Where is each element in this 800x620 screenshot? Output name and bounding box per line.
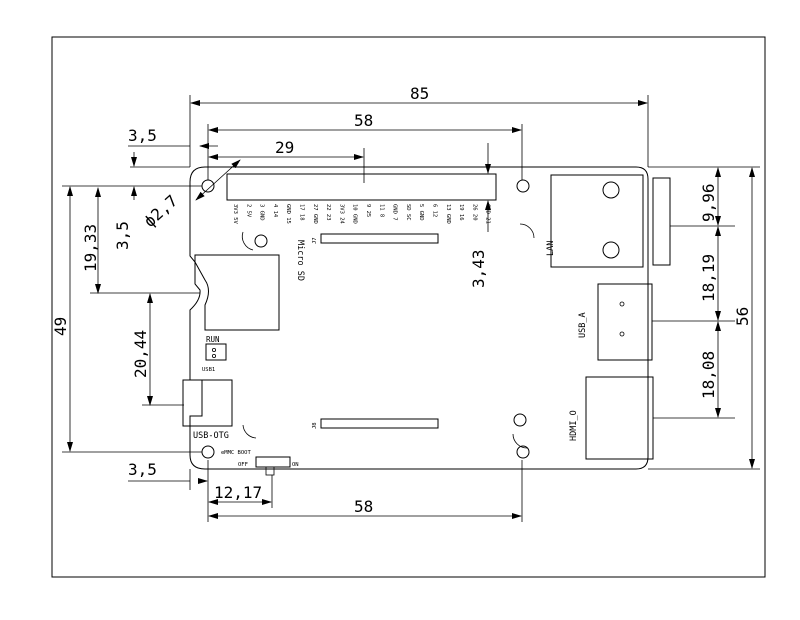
run-pin-2	[211, 353, 216, 358]
usb-a-dot-1	[619, 301, 625, 307]
gpio-pin-label: 27 GND	[312, 204, 318, 224]
usb-otg-label: USB-OTG	[193, 431, 229, 441]
hdmi-label: HDMI_O	[569, 410, 579, 441]
gpio-pin-label: 2 5V	[245, 204, 251, 218]
gpio-pin-label: 22 23	[325, 204, 331, 221]
dim-29: 29	[275, 138, 294, 157]
lan-led-2	[602, 241, 620, 259]
boot-off-label: OFF	[238, 462, 248, 468]
connector-j8	[320, 418, 439, 429]
run-pin-1	[211, 347, 216, 352]
gpio-pin-label: 19 16	[458, 204, 464, 221]
dim-hole-diameter: ϕ2,7	[140, 191, 181, 231]
connector-j8-label: J8	[312, 422, 318, 429]
mount-hole-top-right	[516, 179, 530, 193]
dim-18-19: 18,19	[699, 254, 718, 302]
boot-on-label: ON	[292, 462, 299, 468]
gpio-pin-label: 5 GND	[418, 204, 424, 221]
gpio-pin-label: GND 7	[392, 204, 398, 221]
dim-56: 56	[733, 307, 752, 326]
board-outline	[189, 166, 649, 470]
micro-sd-label: Micro SD	[295, 240, 305, 281]
gpio-pin-labels: 3V3 5V 2 5V 3 GND 4 14 GND 15 17 18 27 GND 22 2…	[232, 204, 491, 225]
lan-port	[550, 174, 644, 268]
dim-9-96: 9,96	[699, 183, 718, 222]
gpio-pin-label: 3 GND	[259, 204, 265, 221]
mount-hole-bottom-left	[201, 445, 215, 459]
connector-j7-label: J7	[312, 237, 318, 244]
gpio-header	[226, 173, 497, 201]
gpio-pin-label: 17 18	[299, 204, 305, 221]
run-jumper	[205, 343, 227, 361]
fiducial-hole-lower	[513, 413, 527, 427]
drawing-frame	[51, 36, 766, 578]
arc-mark-otg	[242, 424, 257, 439]
dim-58-top: 58	[354, 111, 373, 130]
lan-port-flange	[652, 177, 671, 266]
gpio-pin-label: 9 25	[365, 204, 371, 217]
dim-3-5-bottom: 3,5	[128, 460, 157, 479]
dim-85: 85	[410, 84, 429, 103]
boot-switch	[255, 456, 291, 468]
micro-sd-slot	[194, 254, 280, 331]
gpio-pin-label: 13 GND	[445, 204, 451, 224]
gpio-pin-label: 11 8	[378, 204, 384, 217]
dimension-lines	[62, 95, 760, 522]
dim-3-5-top: 3,5	[128, 126, 157, 145]
dim-12-17: 12,17	[214, 483, 262, 502]
mount-hole-bottom-right	[516, 445, 530, 459]
hdmi-port	[585, 376, 654, 460]
arc-mark-lower	[512, 433, 528, 449]
dim-3-5-hole: 3,5	[113, 221, 132, 250]
lan-label: LAN	[546, 241, 556, 256]
arc-mark-left	[241, 231, 254, 251]
gpio-pin-label: GND 15	[285, 204, 291, 224]
usb-a-label: USB_A	[578, 312, 588, 338]
gpio-pin-label: 4 14	[272, 204, 278, 218]
arc-mark	[519, 223, 535, 239]
connector-j7	[320, 233, 439, 244]
gpio-pin-label: 10 GND	[352, 204, 358, 224]
dim-49: 49	[51, 317, 70, 336]
dim-58-bottom: 58	[354, 497, 373, 516]
gpio-pin-label: 26 20	[471, 204, 477, 221]
usb-a-port	[597, 283, 653, 361]
usb-otg-port	[182, 379, 233, 427]
dim-19-33: 19,33	[81, 224, 100, 272]
mount-hole-top-left	[201, 179, 215, 193]
gpio-pin-label: 3V3 5V	[232, 204, 238, 225]
emmc-boot-label: eMMC BOOT	[221, 450, 251, 456]
dim-18-08: 18,08	[699, 351, 718, 399]
boot-switch-knob	[265, 466, 275, 476]
run-label: RUN	[206, 335, 220, 344]
usb1-label: USB1	[202, 367, 215, 373]
usb-a-dot-2	[619, 331, 625, 337]
fiducial-hole	[254, 234, 268, 248]
dim-20-44: 20,44	[131, 330, 150, 378]
gpio-pin-label: 3V3 24	[338, 204, 344, 225]
gpio-pin-label: 6 12	[432, 204, 438, 217]
dim-3-43: 3,43	[469, 249, 488, 288]
lan-led-1	[602, 181, 620, 199]
gpio-pin-label: SD SC	[405, 204, 411, 221]
